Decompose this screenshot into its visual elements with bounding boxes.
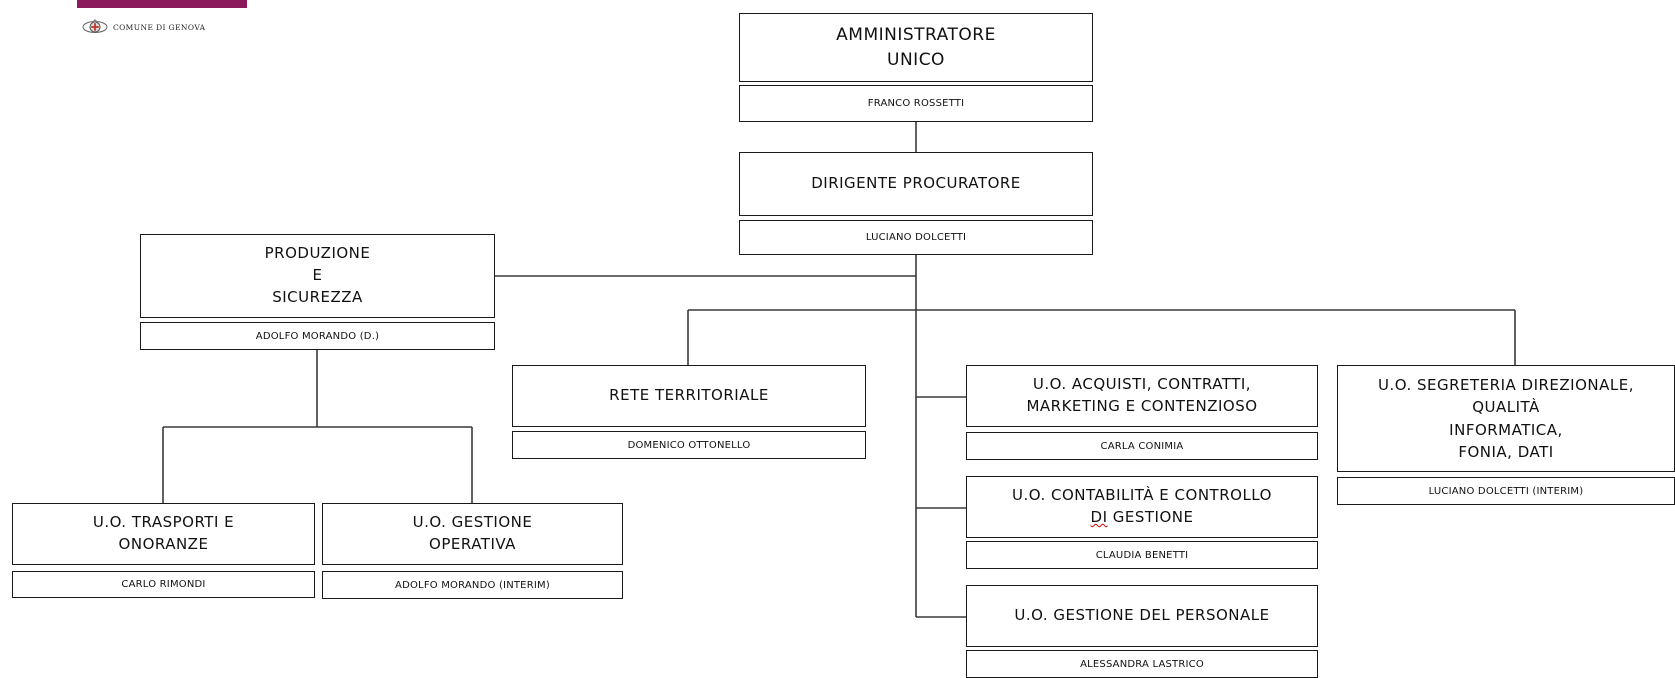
node-gestione-operativa-title: U.O. GESTIONE OPERATIVA	[322, 503, 623, 565]
node-rete-name: DOMENICO OTTONELLO	[512, 431, 866, 459]
coat-of-arms-icon	[82, 19, 108, 33]
node-contabilita-name: CLAUDIA BENETTI	[966, 541, 1318, 569]
node-acquisti-title: U.O. ACQUISTI, CONTRATTI, MARKETING E CO…	[966, 365, 1318, 427]
node-dirigente-title: DIRIGENTE PROCURATORE	[739, 152, 1093, 216]
node-produzione-name: ADOLFO MORANDO (D.)	[140, 322, 495, 350]
node-personale-title: U.O. GESTIONE DEL PERSONALE	[966, 585, 1318, 647]
node-amministratore-name: FRANCO ROSSETTI	[739, 85, 1093, 122]
node-gestione-operativa-name: ADOLFO MORANDO (INTERIM)	[322, 571, 623, 599]
node-contabilita-title-line2-rest: GESTIONE	[1107, 508, 1194, 526]
logo-text: COMUNE DI GENOVA	[113, 22, 206, 32]
node-segreteria-name: LUCIANO DOLCETTI (INTERIM)	[1337, 477, 1675, 505]
node-trasporti-title: U.O. TRASPORTI E ONORANZE	[12, 503, 315, 565]
node-amministratore-title: AMMINISTRATORE UNICO	[739, 13, 1093, 82]
brand-bar	[77, 0, 247, 8]
node-contabilita-title-line1: U.O. CONTABILITÀ E CONTROLLO	[1012, 486, 1272, 505]
node-contabilita-title-line2: DI GESTIONE	[1091, 507, 1194, 529]
node-segreteria-title: U.O. SEGRETERIA DIREZIONALE, QUALITÀ INF…	[1337, 365, 1675, 472]
node-produzione-title: PRODUZIONE E SICUREZZA	[140, 234, 495, 318]
node-dirigente-name: LUCIANO DOLCETTI	[739, 220, 1093, 255]
node-contabilita-title: U.O. CONTABILITÀ E CONTROLLO DI GESTIONE	[966, 476, 1318, 538]
comune-logo: COMUNE DI GENOVA	[82, 19, 205, 35]
node-rete-title: RETE TERRITORIALE	[512, 365, 866, 427]
node-personale-name: ALESSANDRA LASTRICO	[966, 650, 1318, 678]
node-trasporti-name: CARLO RIMONDI	[12, 571, 315, 598]
node-acquisti-name: CARLA CONIMIA	[966, 432, 1318, 460]
spellcheck-word: DI	[1090, 508, 1108, 526]
